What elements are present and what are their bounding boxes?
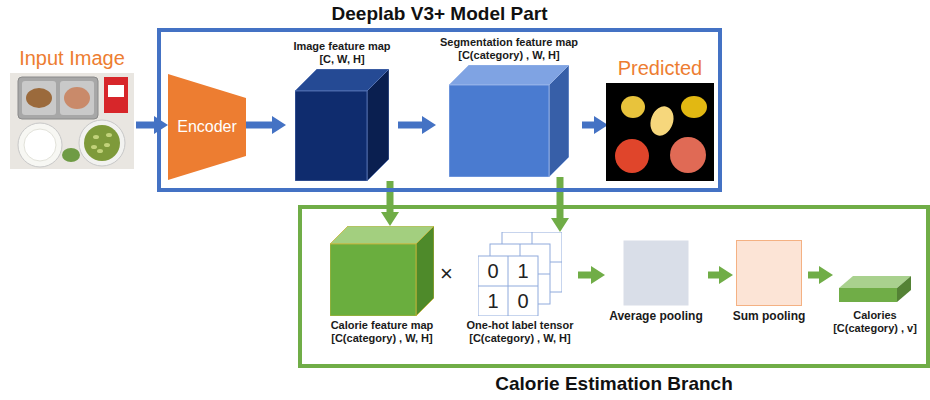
branch-group: Calorie Estimation Branch Calorie feature… [298, 205, 930, 400]
flow-arrow [246, 122, 272, 129]
cube-side [367, 69, 389, 181]
rice-bowl [18, 123, 62, 167]
flow-arrow [582, 122, 594, 129]
model-group: Deeplab V3+ Model PartEncoder Image featu… [157, 0, 722, 192]
shape-label: Calories [C(category) , v] [830, 309, 920, 335]
feature-cube-figure [295, 69, 389, 181]
shape-label: Sum pooling [730, 309, 808, 323]
average-pooling-figure [623, 240, 689, 306]
flow-arrow [136, 122, 154, 129]
calorie-cube-shape [330, 226, 434, 316]
soup-greens [104, 143, 110, 147]
input-image: Input Image [8, 46, 136, 169]
shape-label: Image feature map [C, W, H] [286, 40, 398, 66]
cube-front [295, 91, 367, 181]
cube-top [449, 65, 569, 85]
segmentation-cube-shape [449, 65, 569, 177]
encoder-block: Encoder [168, 74, 246, 180]
input-image-shape [10, 73, 134, 169]
rice [24, 129, 56, 161]
average-pooling-shape [623, 240, 689, 306]
tensor-value: 0 [508, 286, 538, 316]
mask-region [615, 139, 649, 173]
vector-side [897, 276, 911, 302]
input-image-figure [10, 73, 134, 169]
cube-front [330, 244, 416, 316]
milk-carton [104, 77, 128, 113]
tray-well [22, 81, 56, 115]
shape-label: Average pooling [604, 309, 708, 323]
sum-pooling-figure [736, 240, 802, 306]
shape-label: Predicted [606, 56, 714, 80]
soup-bowl [79, 120, 125, 166]
soup [84, 125, 120, 161]
side-dish [64, 87, 90, 109]
mask-region [647, 103, 678, 139]
salad [62, 148, 80, 162]
calorie-vector-shape [835, 240, 915, 306]
mask-region [621, 96, 645, 118]
mask-background [606, 83, 714, 181]
tensor-layer [478, 256, 538, 316]
soup-greens [106, 133, 112, 137]
soup-greens [91, 145, 97, 149]
tensor-grid-line [478, 286, 538, 287]
prediction-mask-figure [606, 83, 714, 181]
onehot-tensor: 0110One-hot label tensor [C(category) , … [462, 232, 578, 345]
encoder-trapezoid [168, 74, 246, 180]
cube-side [416, 226, 434, 316]
calorie-vector-figure [835, 240, 915, 306]
average-pooling: Average pooling [604, 240, 708, 323]
flow-arrow [557, 177, 564, 218]
block-label: Encoder [168, 74, 246, 180]
tensor-values: 0110 [478, 256, 538, 316]
sum-pooling: Sum pooling [730, 240, 808, 323]
flow-arrow [808, 272, 819, 279]
feature-cube: Image feature map [C, W, H] [286, 40, 398, 181]
calorie-vector: Calories [C(category) , v] [830, 240, 920, 335]
tensor-value: 1 [508, 256, 538, 286]
group-title: Calorie Estimation Branch [298, 372, 930, 396]
cube-front [449, 85, 549, 177]
prediction-mask: Predicted [606, 56, 714, 181]
pooling-square [624, 241, 689, 306]
carton-panel [108, 85, 124, 97]
onehot-tensor-figure: 0110 [478, 232, 562, 316]
tray-well [60, 81, 94, 115]
group-title: Deeplab V3+ Model Part [157, 2, 722, 26]
tray [18, 77, 98, 119]
calorie-cube-figure [330, 226, 434, 316]
mask-region [670, 137, 706, 173]
calorie-cube: Calorie feature map [C(category) , W, H] [328, 226, 436, 345]
segmentation-cube: Segmentation feature map [C(category) , … [436, 36, 582, 177]
shape-label: One-hot label tensor [C(category) , W, H… [462, 319, 578, 345]
tensor-value: 1 [478, 286, 508, 316]
mask-region [681, 96, 707, 118]
shape-label: Calorie feature map [C(category) , W, H] [328, 319, 436, 345]
prediction-mask-shape [606, 83, 714, 181]
photo-background [10, 73, 134, 169]
main-dish [26, 88, 52, 108]
feature-cube-shape [295, 69, 389, 181]
soup-greens [93, 135, 99, 139]
flow-arrow [398, 122, 422, 129]
flow-arrow [578, 272, 591, 279]
shape-label: Input Image [8, 46, 136, 70]
tensor-value: 0 [478, 256, 508, 286]
soup-greens [97, 149, 103, 153]
flow-arrow [708, 272, 719, 279]
multiply-sign: × [440, 262, 453, 286]
pooling-square [737, 241, 802, 306]
sum-pooling-shape [736, 240, 802, 306]
shape-label: Segmentation feature map [C(category) , … [436, 36, 582, 62]
cube-side [549, 65, 569, 177]
segmentation-cube-figure [449, 65, 569, 177]
vector-front [839, 288, 897, 302]
